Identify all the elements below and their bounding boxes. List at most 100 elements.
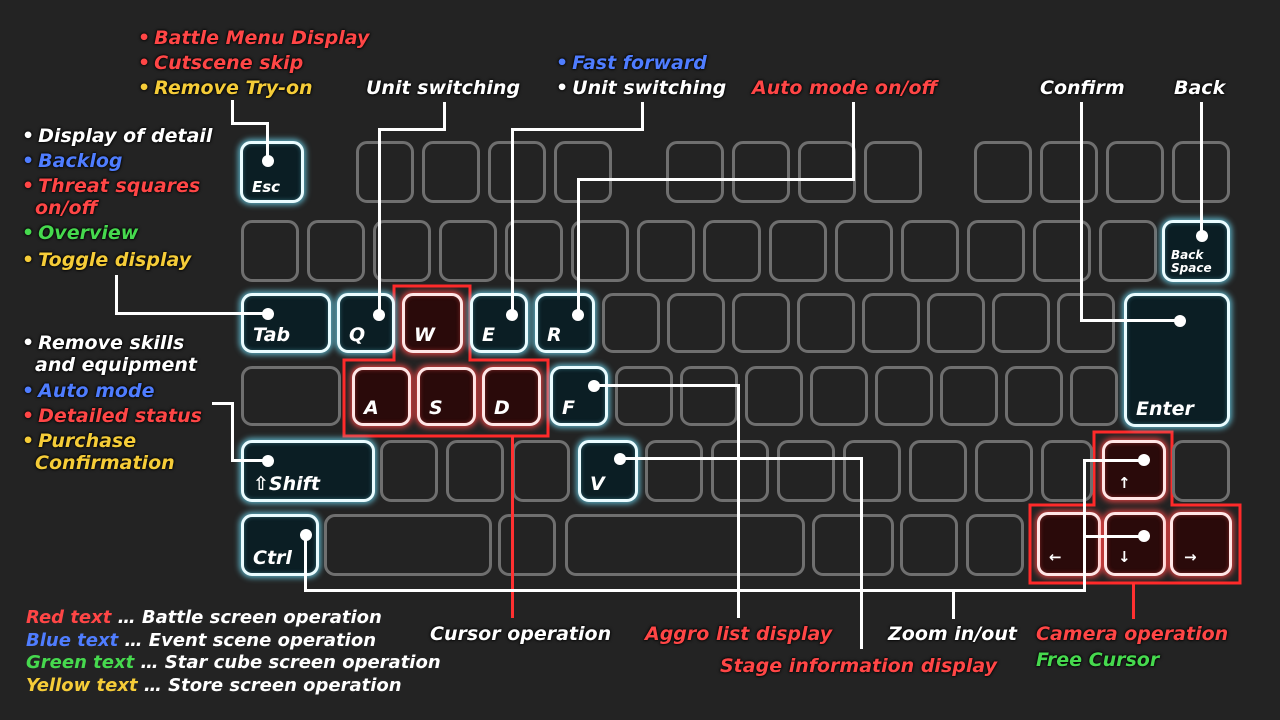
key-letter-row[interactable] <box>602 293 660 353</box>
key-enter[interactable]: Enter <box>1124 293 1230 427</box>
key-q[interactable]: Q <box>337 293 395 353</box>
key-number-row[interactable] <box>373 220 431 282</box>
key-f4[interactable] <box>554 141 612 203</box>
key-arrow-down[interactable]: ↓ <box>1104 512 1166 576</box>
key-letter-row[interactable] <box>797 293 855 353</box>
key-home-row[interactable] <box>680 366 738 426</box>
key-tab[interactable]: Tab <box>241 293 331 353</box>
key-number-row[interactable] <box>901 220 959 282</box>
key-modifier[interactable] <box>498 514 556 576</box>
label-display-of-detail-text: Display of detail <box>38 125 213 147</box>
key-arrow-up[interactable]: ↑ <box>1102 440 1166 500</box>
connector-dot <box>262 455 274 467</box>
key-shift[interactable]: ⇧Shift <box>241 440 375 502</box>
key-d[interactable]: D <box>482 367 541 426</box>
key-number-row[interactable] <box>571 220 629 282</box>
key-f3[interactable] <box>488 141 546 203</box>
key-f7[interactable] <box>798 141 856 203</box>
key-space[interactable] <box>565 514 805 576</box>
key-number-row[interactable] <box>1033 220 1091 282</box>
key-home-row[interactable] <box>875 366 933 426</box>
connector-line <box>304 535 307 591</box>
key-modifier[interactable] <box>812 514 894 576</box>
key-shift-row[interactable] <box>975 440 1033 502</box>
key-number-row[interactable] <box>637 220 695 282</box>
label-remove-skills-text: Remove skills <box>38 332 185 354</box>
legend-blue: Blue text … Event scene operation <box>26 630 376 652</box>
key-home-row[interactable] <box>615 366 673 426</box>
key-number-row[interactable] <box>439 220 497 282</box>
key-shift-row[interactable] <box>645 440 703 502</box>
key-number-row[interactable] <box>307 220 365 282</box>
connector-line <box>1080 102 1083 322</box>
key-number-row[interactable] <box>241 220 299 282</box>
key-ctrl-label: Ctrl <box>253 547 292 569</box>
key-f6[interactable] <box>732 141 790 203</box>
key-shift-row[interactable] <box>1041 440 1093 502</box>
key-r[interactable]: R <box>535 293 595 353</box>
key-arrow-right[interactable]: → <box>1170 512 1232 576</box>
arrow-left-icon: ← <box>1049 548 1062 566</box>
key-shift-row[interactable] <box>909 440 967 502</box>
key-f5[interactable] <box>666 141 724 203</box>
key-shift-row[interactable] <box>380 440 438 502</box>
key-modifier[interactable] <box>900 514 958 576</box>
key-letter-row[interactable] <box>927 293 985 353</box>
key-number-row[interactable] <box>967 220 1025 282</box>
key-letter-row[interactable] <box>732 293 790 353</box>
key-number-row[interactable] <box>505 220 563 282</box>
key-esc[interactable]: Esc <box>240 141 304 203</box>
key-home-row[interactable] <box>1070 366 1118 426</box>
key-r-label: R <box>547 324 562 346</box>
key-f2[interactable] <box>422 141 480 203</box>
key-f10[interactable] <box>1040 141 1098 203</box>
key-d-label: D <box>494 397 510 419</box>
key-f11[interactable] <box>1106 141 1164 203</box>
label-display-of-detail: •Display of detail <box>22 125 213 147</box>
key-f-label: F <box>562 397 575 419</box>
key-number-row[interactable] <box>769 220 827 282</box>
key-f1[interactable] <box>356 141 414 203</box>
key-letter-row[interactable] <box>667 293 725 353</box>
key-right-shift[interactable] <box>1172 440 1230 502</box>
key-number-row[interactable] <box>703 220 761 282</box>
key-number-row[interactable] <box>1099 220 1157 282</box>
key-letter-row[interactable] <box>1057 293 1115 353</box>
key-a[interactable]: A <box>352 367 411 426</box>
connector-line <box>860 457 863 649</box>
key-f8[interactable] <box>864 141 922 203</box>
connector-dot <box>1196 230 1208 242</box>
key-f[interactable]: F <box>550 366 608 426</box>
label-threat-squares-text: Threat squares <box>38 175 201 197</box>
key-home-row[interactable] <box>1005 366 1063 426</box>
key-home-row[interactable] <box>940 366 998 426</box>
key-number-row[interactable] <box>835 220 893 282</box>
key-home-row[interactable] <box>745 366 803 426</box>
key-caps-lock[interactable] <box>241 366 341 426</box>
connector-line <box>511 128 644 131</box>
connector-line <box>231 402 234 462</box>
key-modifier[interactable] <box>966 514 1024 576</box>
key-shift-row[interactable] <box>711 440 769 502</box>
label-auto-mode-text: Auto mode <box>38 380 155 402</box>
key-modifier[interactable] <box>324 514 492 576</box>
key-v[interactable]: V <box>578 440 638 502</box>
key-shift-row[interactable] <box>843 440 901 502</box>
key-shift-row[interactable] <box>512 440 570 502</box>
key-w[interactable]: W <box>402 293 463 353</box>
key-home-row[interactable] <box>810 366 868 426</box>
label-unit-switching-e: •Unit switching <box>556 77 727 99</box>
key-s[interactable]: S <box>417 367 476 426</box>
key-shift-row[interactable] <box>777 440 835 502</box>
key-e[interactable]: E <box>470 293 528 353</box>
label-back: Back <box>1174 77 1226 99</box>
key-arrow-left[interactable]: ← <box>1037 512 1101 576</box>
legend-yellow-key: Yellow text <box>26 675 138 696</box>
key-letter-row[interactable] <box>992 293 1050 353</box>
key-letter-row[interactable] <box>862 293 920 353</box>
key-shift-row[interactable] <box>446 440 504 502</box>
key-ctrl[interactable]: Ctrl <box>241 514 319 576</box>
key-f9[interactable] <box>974 141 1032 203</box>
